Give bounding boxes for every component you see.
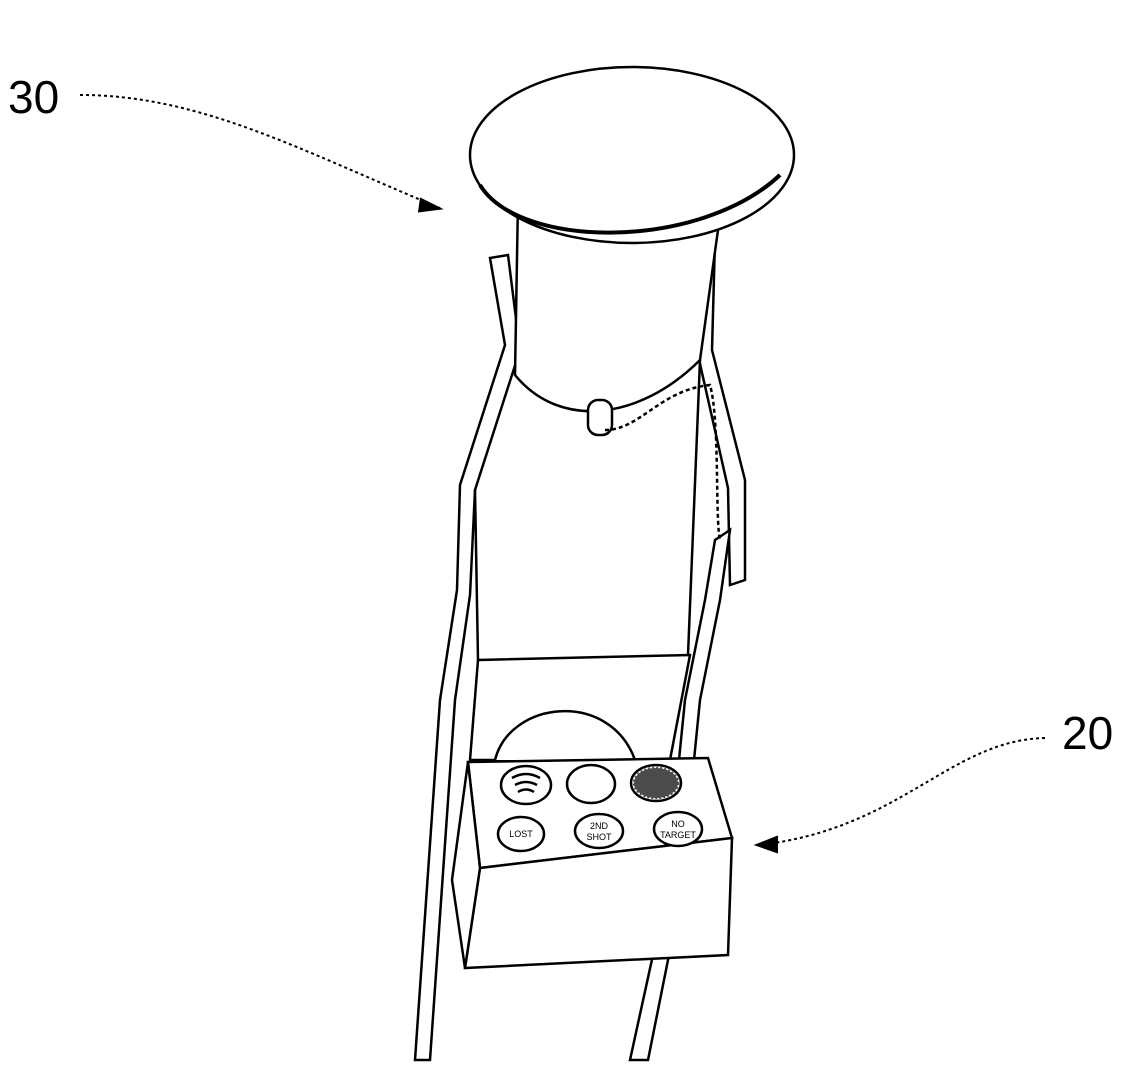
leader-30: [79, 94, 441, 209]
tube-body: [468, 199, 722, 762]
svg-text:LOST: LOST: [509, 829, 533, 839]
hatched-indicator-icon: [632, 766, 680, 800]
svg-text:SHOT: SHOT: [586, 832, 612, 842]
svg-text:NO: NO: [671, 819, 685, 829]
button-lost[interactable]: LOST: [496, 815, 546, 853]
reference-numeral-30: 30: [8, 71, 60, 123]
svg-text:TARGET: TARGET: [660, 830, 696, 840]
svg-text:2ND: 2ND: [590, 821, 609, 831]
wifi-icon: [511, 772, 541, 794]
arrowhead-20: [753, 835, 779, 854]
button-2nd-shot[interactable]: 2ND SHOT: [573, 812, 625, 850]
disc-top: [468, 65, 796, 245]
button-hatched[interactable]: [629, 763, 683, 803]
reference-numeral-20: 20: [1062, 707, 1114, 759]
arrowhead-30: [417, 197, 444, 213]
button-blank[interactable]: [565, 763, 617, 805]
leader-20: [757, 737, 1046, 846]
button-wifi[interactable]: [499, 764, 553, 806]
button-no-target[interactable]: NO TARGET: [652, 810, 704, 848]
